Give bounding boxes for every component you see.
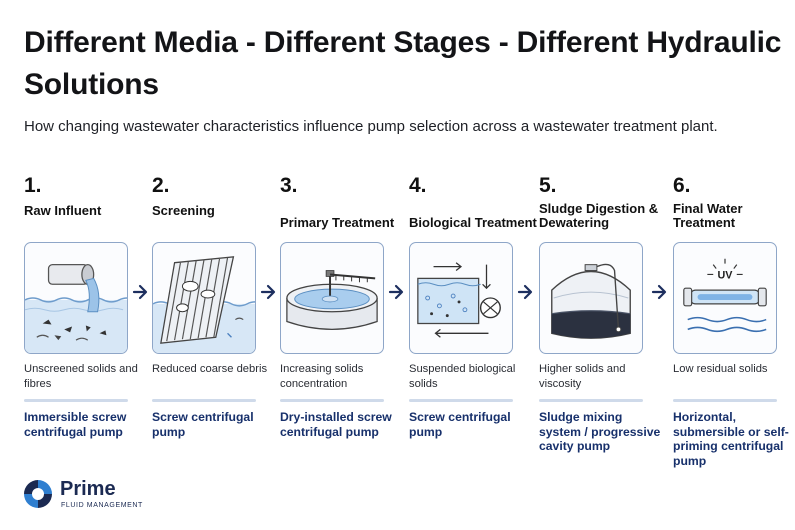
arrow-right-icon xyxy=(260,284,276,300)
divider xyxy=(409,399,513,402)
stage-pump: Horizontal, submersible or self-priming … xyxy=(673,410,789,468)
stage-number: 3. xyxy=(280,174,298,197)
stage-pump: Screw centrifugal pump xyxy=(152,410,254,439)
stage-number: 4. xyxy=(409,174,427,197)
stage-number: 2. xyxy=(152,174,170,197)
stage-characteristic: Higher solids and viscosity xyxy=(539,363,626,390)
stage-name: Final Water Treatment xyxy=(673,201,743,230)
uv-label: UV xyxy=(718,269,734,281)
stage-final-water-treatment: 6. Final Water Treatment UV Low residual… xyxy=(673,172,795,468)
stage-number: 6. xyxy=(673,174,691,197)
stage-pump: Immersible screw centrifugal pump xyxy=(24,410,127,439)
stage-characteristic: Unscreened solids and fibres xyxy=(24,363,138,390)
prime-logo-icon xyxy=(24,480,52,508)
divider xyxy=(280,399,384,402)
divider xyxy=(539,399,643,402)
stage-primary-treatment: 3. Primary Treatment Increasing solids c… xyxy=(280,172,410,439)
arrow-right-icon xyxy=(388,284,404,300)
stage-biological-treatment: 4. Biological Treatment Suspended biolog… xyxy=(409,172,539,439)
stage-name: Screening xyxy=(152,203,215,218)
stage-sludge-digestion: 5. Sludge Digestion & Dewatering Higher … xyxy=(539,172,669,453)
divider xyxy=(24,399,128,402)
stage-characteristic: Low residual solids xyxy=(673,363,768,375)
stage-name: Biological Treatment xyxy=(409,215,537,230)
stage-raw-influent: 1. Raw Influent Unscreened solids and fi… xyxy=(24,172,154,439)
clarifier-tank-icon xyxy=(280,242,384,354)
stage-name: Sludge Digestion & Dewatering xyxy=(539,201,659,230)
stage-screening: 2. Screening Reduced coarse debris Screw… xyxy=(152,172,282,439)
company-logo: Prime FLUID MANAGEMENT xyxy=(22,478,172,514)
stage-number: 5. xyxy=(539,174,557,197)
stage-name: Primary Treatment xyxy=(280,215,395,230)
stage-characteristic: Reduced coarse debris xyxy=(152,363,268,375)
aeration-basin-icon xyxy=(409,242,513,354)
bar-screen-icon xyxy=(152,242,256,354)
divider xyxy=(673,399,777,402)
stage-characteristic: Suspended biological solids xyxy=(409,363,516,390)
stage-name: Raw Influent xyxy=(24,203,102,218)
digester-tank-icon xyxy=(539,242,643,354)
stage-pump: Sludge mixing system / progressive cavit… xyxy=(539,410,661,453)
pipe-outfall-icon xyxy=(24,242,128,354)
uv-reactor-icon: UV xyxy=(673,242,777,354)
stage-number: 1. xyxy=(24,174,42,197)
stage-pump: Screw centrifugal pump xyxy=(409,410,511,439)
logo-brand: Prime xyxy=(60,478,116,500)
arrow-right-icon xyxy=(517,284,533,300)
logo-tagline: FLUID MANAGEMENT xyxy=(61,502,143,509)
page-subtitle: How changing wastewater characteristics … xyxy=(24,118,718,135)
stage-pump: Dry-installed screw centrifugal pump xyxy=(280,410,392,439)
divider xyxy=(152,399,256,402)
stage-characteristic: Increasing solids concentration xyxy=(280,363,364,390)
arrow-right-icon xyxy=(132,284,148,300)
arrow-right-icon xyxy=(651,284,667,300)
page-title: Different Media - Different Stages - Dif… xyxy=(24,26,782,101)
